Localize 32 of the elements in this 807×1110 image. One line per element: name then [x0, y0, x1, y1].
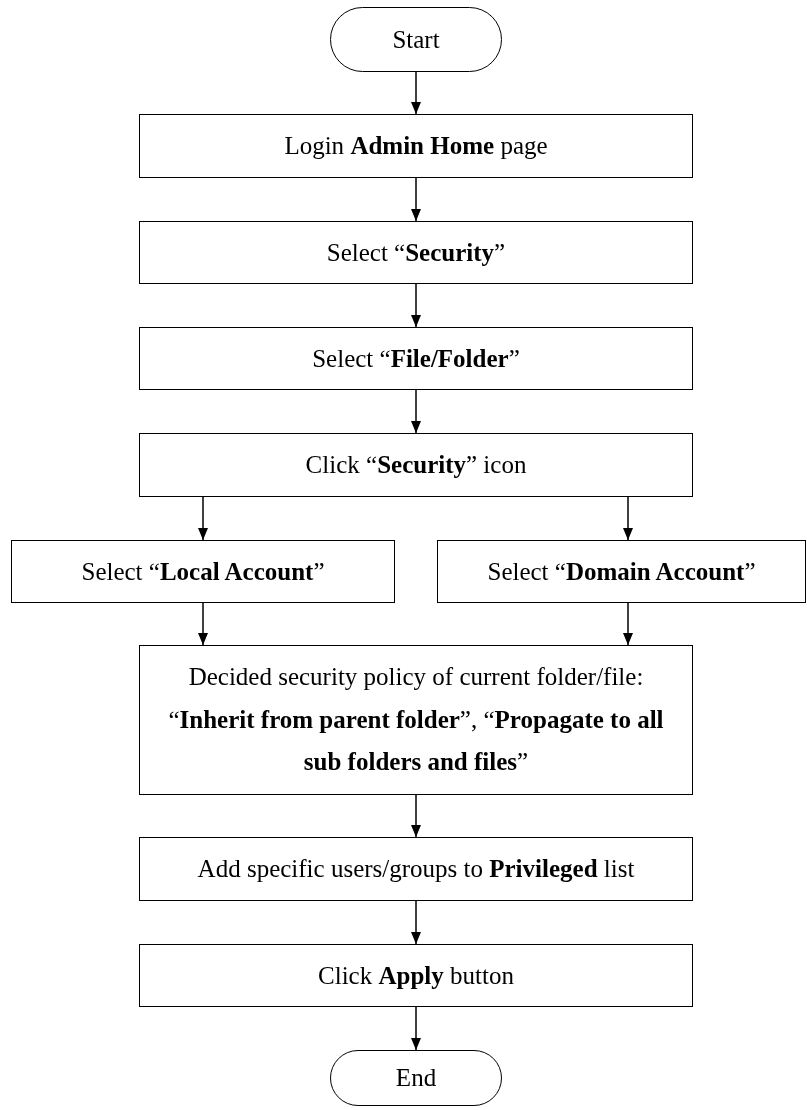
process-box: [139, 221, 693, 284]
process-box: [139, 327, 693, 390]
arrow: [411, 794, 421, 838]
process-box: [139, 645, 693, 795]
arrow: [411, 1006, 421, 1051]
terminal-shape: [330, 1050, 502, 1106]
arrow: [198, 496, 208, 541]
arrow: [411, 283, 421, 328]
arrow: [198, 602, 208, 646]
process-box: [139, 837, 693, 901]
process-box: [437, 540, 806, 603]
node-text: Select “Security”: [326, 237, 506, 268]
process-box: [11, 540, 395, 603]
node-text: Select “Local Account”: [81, 556, 325, 587]
arrow: [623, 602, 633, 646]
node-text: Click Apply button: [318, 960, 514, 991]
arrow: [411, 177, 421, 222]
process-box: [139, 433, 693, 497]
arrow: [411, 389, 421, 434]
arrow: [411, 900, 421, 945]
node-text: Select “File/Folder”: [312, 343, 520, 374]
process-box: [139, 114, 693, 178]
node-text: Add specific users/groups to Privileged list: [197, 854, 635, 884]
node-text: Start: [392, 24, 440, 55]
arrow: [623, 496, 633, 541]
node-text: Decided security policy of current folder/file: “Inherit from parent folder”, “Propagate to all sub folders and files”: [167, 662, 665, 778]
node-text: End: [395, 1063, 437, 1093]
arrow: [411, 71, 421, 115]
process-box: [139, 944, 693, 1007]
node-text: Click “Security” icon: [305, 450, 527, 480]
node-text: Select “Domain Account”: [487, 556, 756, 587]
node-text: Login Admin Home page: [284, 131, 548, 161]
